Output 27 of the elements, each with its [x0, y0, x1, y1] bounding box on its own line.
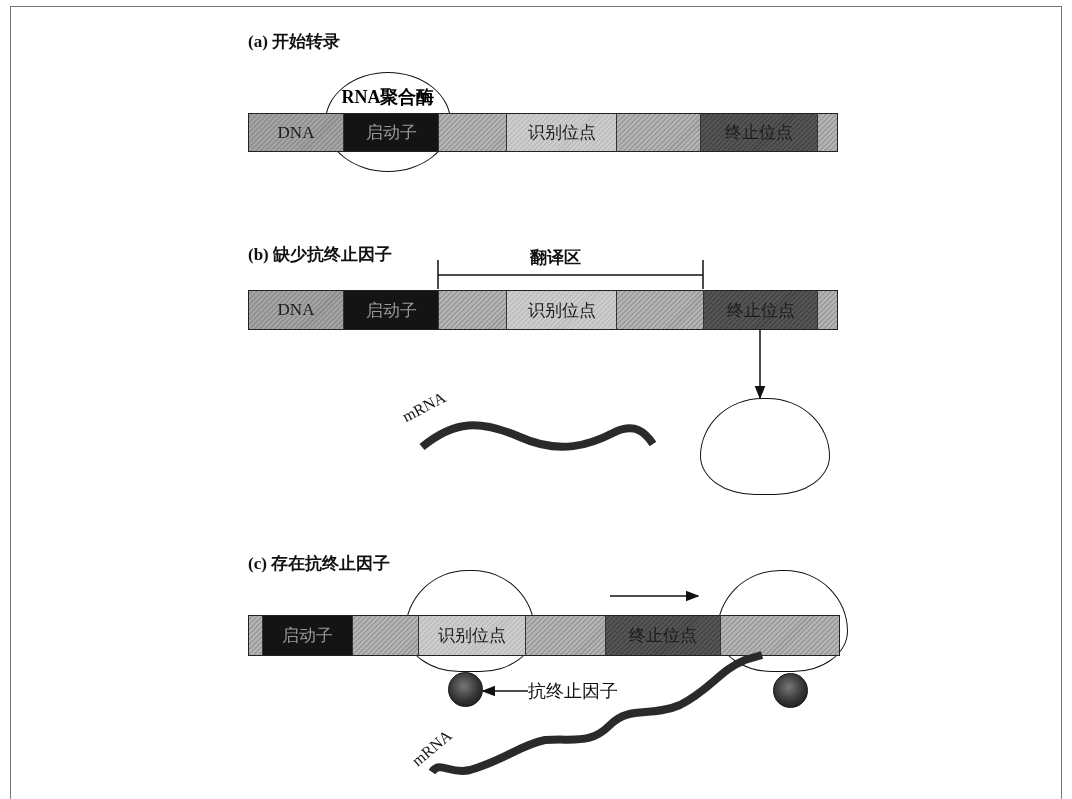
dna-segment: [438, 113, 506, 152]
dna-segment: 终止位点: [703, 290, 817, 330]
dna-segment: [438, 290, 506, 330]
region-label: 翻译区: [530, 247, 581, 269]
dna-segment: 启动子: [262, 615, 352, 656]
dna-segment: DNA: [248, 290, 343, 330]
factor-label: 抗终止因子: [528, 679, 638, 703]
arrow: [754, 329, 766, 400]
dna-segment: [817, 113, 838, 152]
dna-segment: [248, 615, 262, 656]
protein-ball: [773, 673, 808, 708]
dna-segment: 识别位点: [506, 113, 616, 152]
dna-segment: 启动子: [343, 290, 438, 330]
dna-segment: [352, 615, 418, 656]
dna-segment: [616, 290, 703, 330]
panel-title: (a) 开始转录: [248, 31, 341, 53]
dna-segment: [817, 290, 838, 330]
dna-segment: [616, 113, 700, 152]
protein-ball: [448, 672, 483, 707]
dna-segment: DNA: [248, 113, 343, 152]
dna-segment: 识别位点: [506, 290, 616, 330]
dna-segment: [525, 615, 605, 656]
panel-title: (c) 存在抗终止因子: [248, 553, 391, 575]
arrow: [481, 685, 529, 697]
panel-title: (b) 缺少抗终止因子: [248, 244, 393, 266]
dna-segment: 终止位点: [605, 615, 720, 656]
dna-segment: 终止位点: [700, 113, 817, 152]
